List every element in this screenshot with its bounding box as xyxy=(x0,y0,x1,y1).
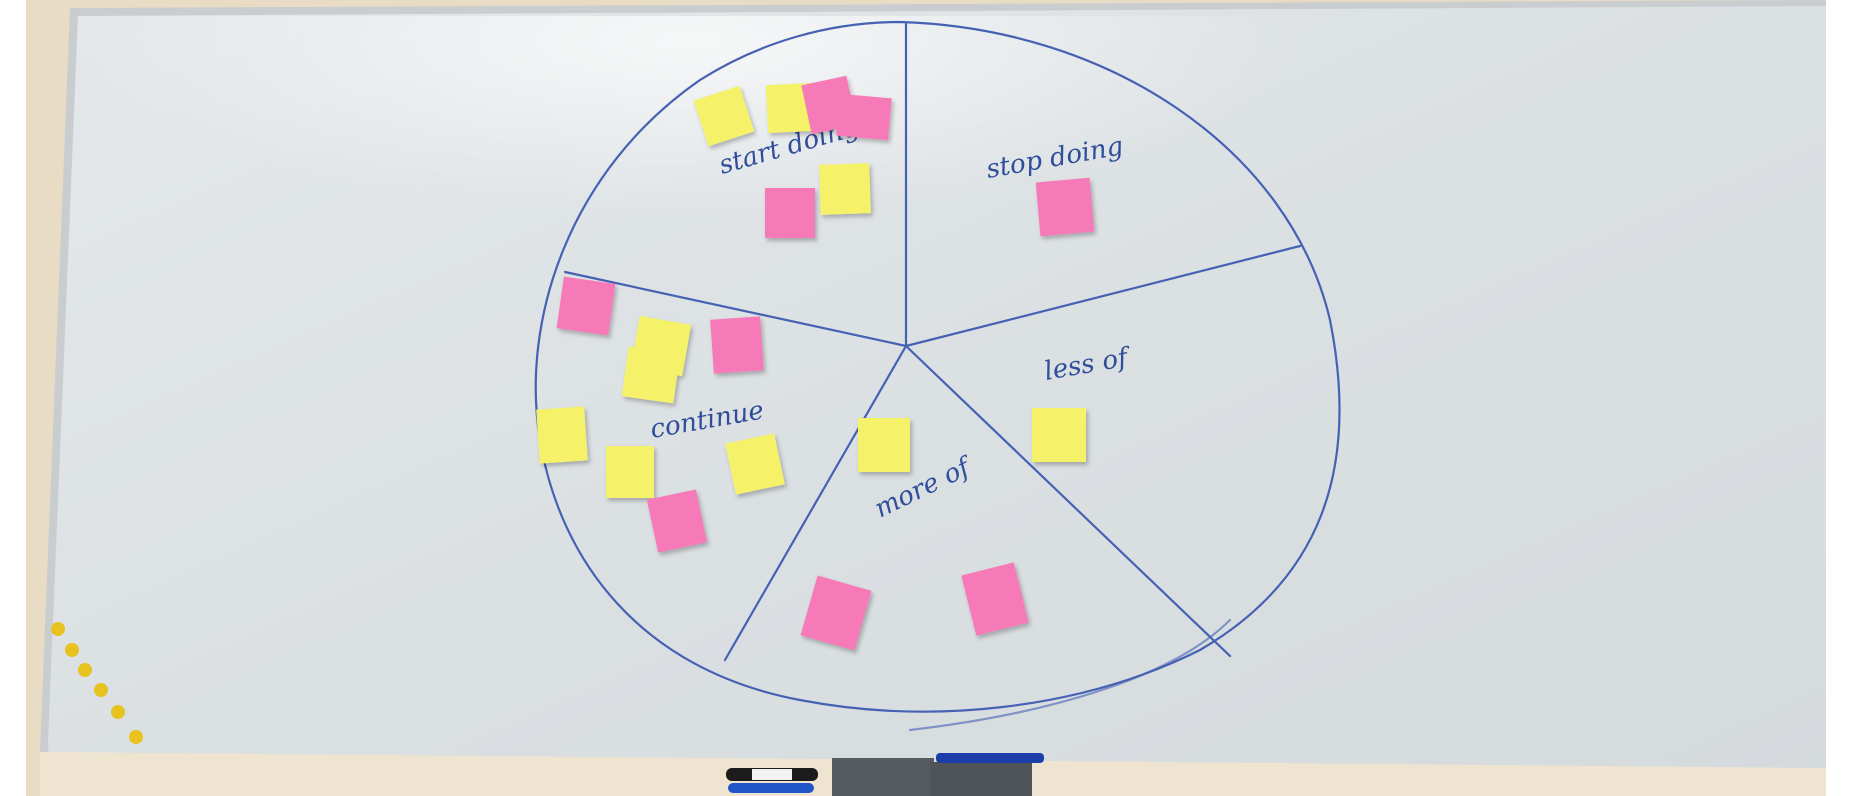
sticky-note xyxy=(710,316,764,374)
sticky-note xyxy=(765,82,815,134)
sticky-note xyxy=(1032,408,1086,462)
sticky-notes xyxy=(536,75,1095,651)
sticky-note xyxy=(836,93,892,141)
sticky-note xyxy=(621,346,681,404)
divider-lower-left xyxy=(723,344,908,662)
sticky-note xyxy=(765,188,815,238)
sticky-note xyxy=(819,163,871,215)
sticky-note xyxy=(800,575,872,651)
sticky-note xyxy=(606,446,654,498)
magnets xyxy=(51,622,143,744)
sticky-note xyxy=(556,276,616,336)
sticky-note xyxy=(858,418,910,472)
sticky-note xyxy=(693,85,755,147)
divider-left xyxy=(563,270,908,348)
divider-right xyxy=(904,244,1302,348)
divider-lower-right xyxy=(904,344,1232,658)
sticky-note xyxy=(725,433,785,495)
outer-circle xyxy=(534,20,1341,713)
sticky-note xyxy=(961,562,1029,636)
sticky-note xyxy=(536,406,588,464)
sticky-note xyxy=(646,489,708,553)
sticky-note xyxy=(1035,177,1095,237)
markers xyxy=(726,753,1044,796)
starfish-diagram xyxy=(534,20,1341,732)
